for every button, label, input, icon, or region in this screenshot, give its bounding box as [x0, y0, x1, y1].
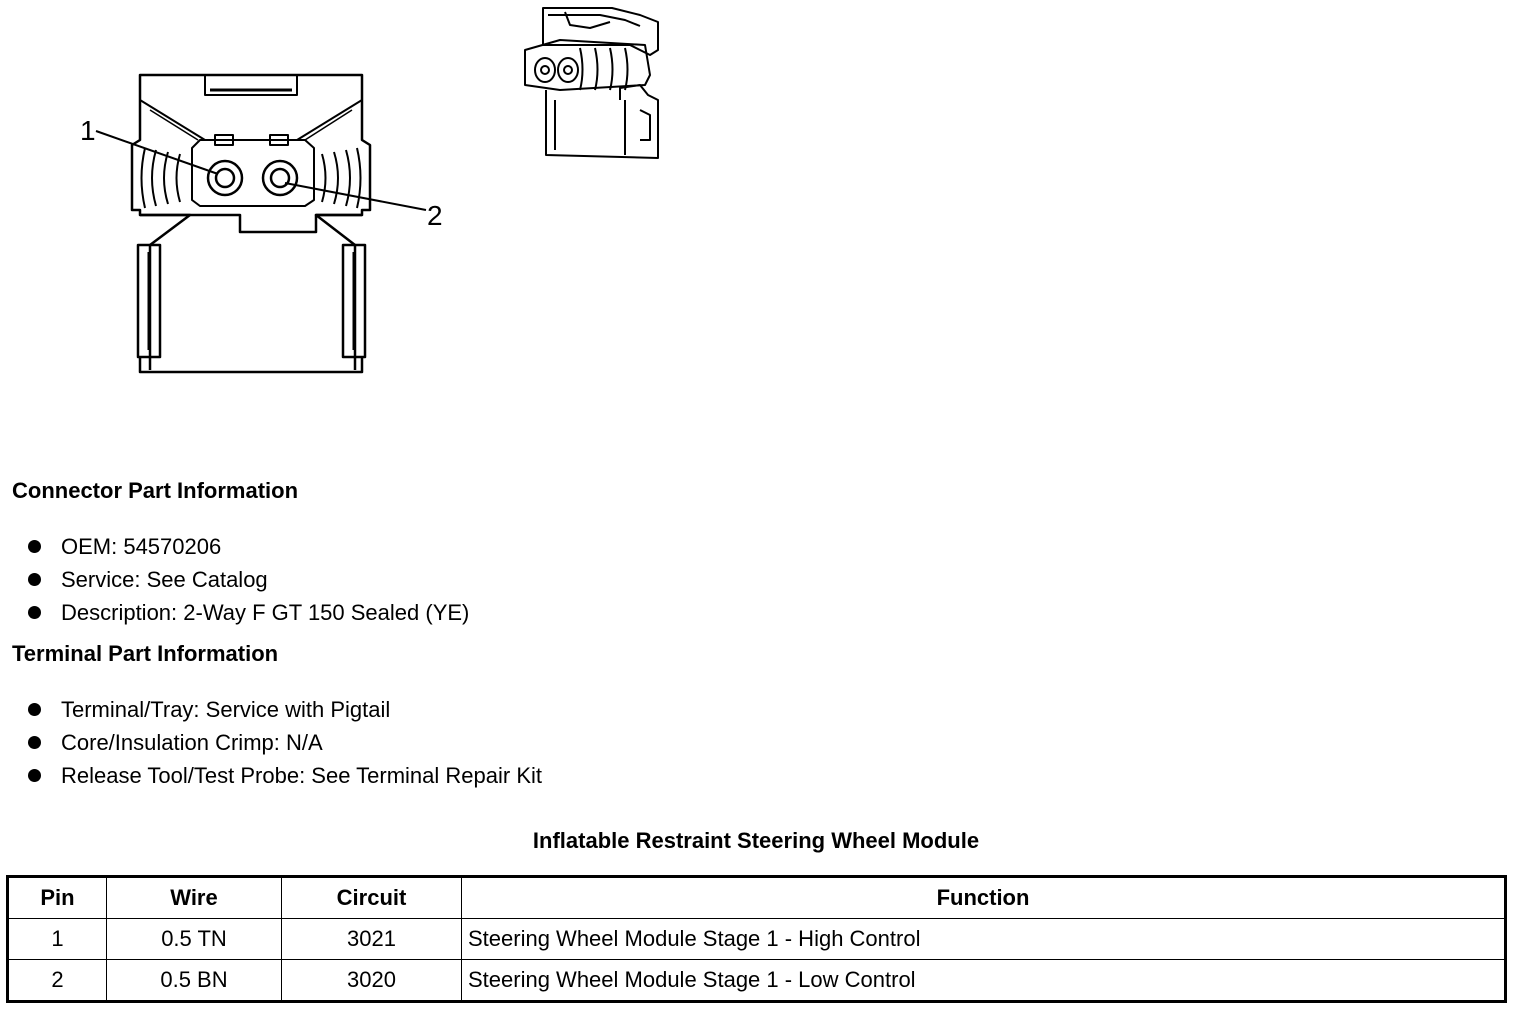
column-header-circuit: Circuit — [281, 876, 462, 919]
column-header-function: Function — [461, 876, 1506, 919]
cell-wire: 0.5 BN — [106, 959, 282, 1002]
column-header-pin: Pin — [7, 876, 107, 919]
pin-table: Pin Wire Circuit Function 1 0.5 TN 3021 … — [6, 875, 1507, 1003]
cell-pin: 2 — [7, 959, 107, 1002]
table-header-row: Pin Wire Circuit Function — [7, 876, 1506, 919]
terminal-part-list: Terminal/Tray: Service with Pigtail Core… — [28, 693, 542, 792]
bullet-icon — [28, 572, 41, 586]
connector-face-view — [95, 73, 427, 374]
cell-function: Steering Wheel Module Stage 1 - Low Cont… — [461, 959, 1506, 1002]
list-item: Service: See Catalog — [28, 563, 469, 596]
list-item: Terminal/Tray: Service with Pigtail — [28, 693, 542, 726]
connector-part-list: OEM: 54570206 Service: See Catalog Descr… — [28, 530, 469, 629]
table-row: 2 0.5 BN 3020 Steering Wheel Module Stag… — [7, 959, 1506, 1002]
pin-label-1: 1 — [80, 115, 96, 146]
cell-circuit: 3020 — [281, 959, 462, 1002]
column-header-wire: Wire — [106, 876, 282, 919]
list-item: Release Tool/Test Probe: See Terminal Re… — [28, 759, 542, 792]
bullet-icon — [28, 702, 41, 716]
connector-isometric-view — [524, 7, 659, 159]
table-row: 1 0.5 TN 3021 Steering Wheel Module Stag… — [7, 918, 1506, 960]
list-item: OEM: 54570206 — [28, 530, 469, 563]
list-item: Description: 2-Way F GT 150 Sealed (YE) — [28, 596, 469, 629]
bullet-icon — [28, 735, 41, 749]
connector-drawing: 1 2 — [80, 7, 659, 374]
cell-wire: 0.5 TN — [106, 918, 282, 960]
bullet-icon — [28, 539, 41, 553]
list-item: Core/Insulation Crimp: N/A — [28, 726, 542, 759]
cell-pin: 1 — [7, 918, 107, 960]
cell-circuit: 3021 — [281, 918, 462, 960]
pin-label-2: 2 — [427, 200, 443, 231]
terminal-part-heading: Terminal Part Information — [12, 641, 279, 666]
table-title: Inflatable Restraint Steering Wheel Modu… — [532, 828, 980, 853]
bullet-icon — [28, 605, 41, 619]
connector-part-heading: Connector Part Information — [12, 478, 299, 503]
bullet-icon — [28, 768, 41, 782]
cell-function: Steering Wheel Module Stage 1 - High Con… — [461, 918, 1506, 960]
